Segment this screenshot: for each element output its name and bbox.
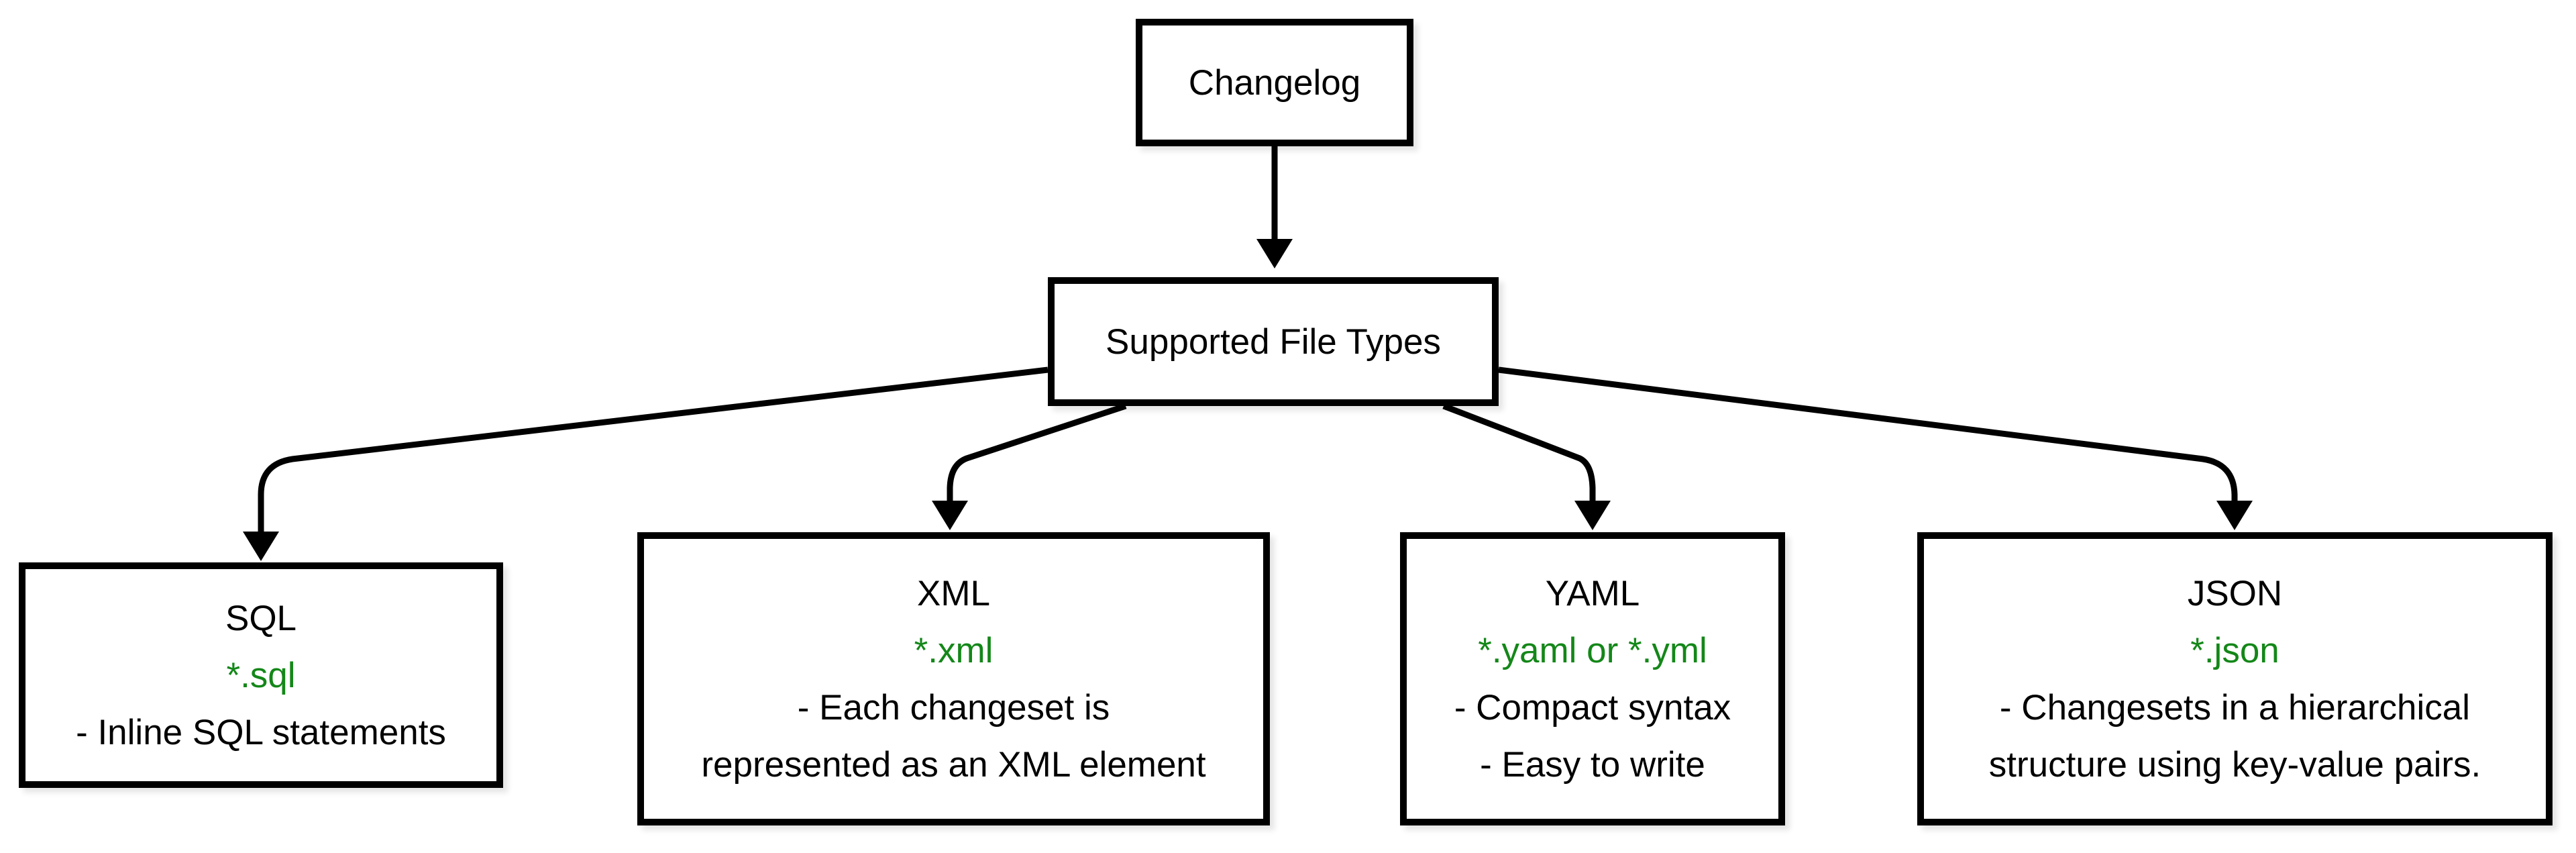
file-type-pattern: *.yaml or *.yml xyxy=(1478,630,1707,670)
file-type-note: - Compact syntax xyxy=(1454,687,1731,727)
file-type-title: SQL xyxy=(225,598,297,638)
node-changelog-label: Changelog xyxy=(1188,62,1361,103)
node-xml: XML *.xml - Each changeset is represente… xyxy=(637,532,1270,825)
node-supported-file-types: Supported File Types xyxy=(1048,277,1499,406)
arrow-changelog-to-supported xyxy=(1256,146,1293,268)
node-changelog: Changelog xyxy=(1136,19,1413,146)
arrow-supported-to-xml xyxy=(932,403,1127,530)
file-type-note: - Inline SQL statements xyxy=(76,712,446,752)
arrow-supported-to-yaml xyxy=(1442,403,1611,530)
node-supported-label: Supported File Types xyxy=(1106,321,1441,362)
file-type-note: represented as an XML element xyxy=(701,744,1206,785)
file-type-note: structure using key-value pairs. xyxy=(1988,744,2481,785)
node-yaml: YAML *.yaml or *.yml - Compact syntax - … xyxy=(1400,532,1785,825)
file-type-note: - Each changeset is xyxy=(797,687,1110,727)
arrow-supported-to-json xyxy=(1498,366,2253,530)
file-type-pattern: *.json xyxy=(2190,630,2279,670)
file-type-pattern: *.xml xyxy=(914,630,994,670)
file-type-title: XML xyxy=(917,573,990,613)
file-type-note: - Easy to write xyxy=(1480,744,1705,785)
file-type-pattern: *.sql xyxy=(226,655,296,695)
node-sql: SQL *.sql - Inline SQL statements xyxy=(19,562,503,788)
file-type-title: YAML xyxy=(1545,573,1640,613)
file-type-title: JSON xyxy=(2187,573,2283,613)
file-type-note: - Changesets in a hierarchical xyxy=(1999,687,2471,727)
node-json: JSON *.json - Changesets in a hierarchic… xyxy=(1917,532,2553,825)
